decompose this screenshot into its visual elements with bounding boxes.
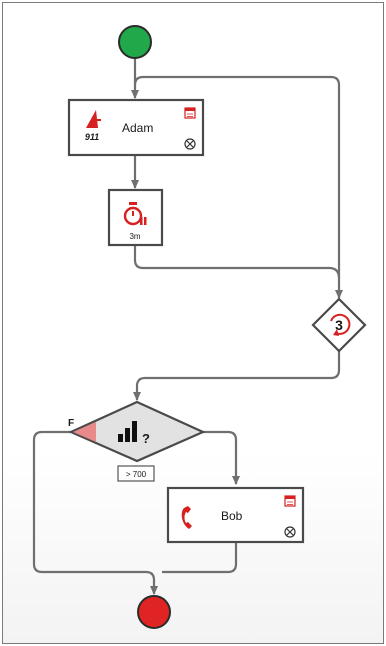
loop-count: 3 xyxy=(335,317,343,333)
phone-icon xyxy=(181,506,192,529)
connectors xyxy=(32,58,343,595)
calendar-icon[interactable] xyxy=(284,495,296,507)
false-label: F xyxy=(68,418,74,429)
task-node-adam[interactable]: 911 Adam xyxy=(67,98,205,157)
connector-loop-to-decision[interactable] xyxy=(133,350,341,401)
repeat-icon xyxy=(330,313,351,336)
false-branch-marker xyxy=(73,422,96,442)
connector-loop-back[interactable] xyxy=(133,75,343,299)
condition-text: > 700 xyxy=(126,470,147,479)
timer-node[interactable]: 3m xyxy=(107,188,164,247)
stopwatch-icon xyxy=(123,202,147,226)
connector-timer-to-loop[interactable] xyxy=(133,246,341,279)
task-name-bob: Bob xyxy=(221,509,243,523)
connector-decision-to-bob[interactable] xyxy=(202,430,240,485)
task-name-adam: Adam xyxy=(122,121,153,135)
svg-text:?: ? xyxy=(142,431,150,446)
calendar-icon[interactable] xyxy=(184,107,196,119)
end-node[interactable] xyxy=(137,595,171,629)
start-node[interactable] xyxy=(118,25,152,59)
connector-false-branch[interactable] xyxy=(32,430,158,595)
cancel-icon[interactable] xyxy=(184,138,196,150)
task-node-bob[interactable]: Bob xyxy=(166,486,305,544)
loop-node[interactable]: 3 xyxy=(311,297,367,353)
cancel-icon[interactable] xyxy=(284,526,296,538)
decision-node[interactable]: ? F xyxy=(68,400,206,463)
signal-question-icon: ? xyxy=(118,421,150,446)
condition-box[interactable]: > 700 xyxy=(117,465,155,482)
alarm-badge-text: 911 xyxy=(85,132,99,142)
timer-duration: 3m xyxy=(129,232,140,241)
alarm-911-icon: 911 xyxy=(85,110,101,142)
connector-bob-to-end[interactable] xyxy=(162,542,238,574)
